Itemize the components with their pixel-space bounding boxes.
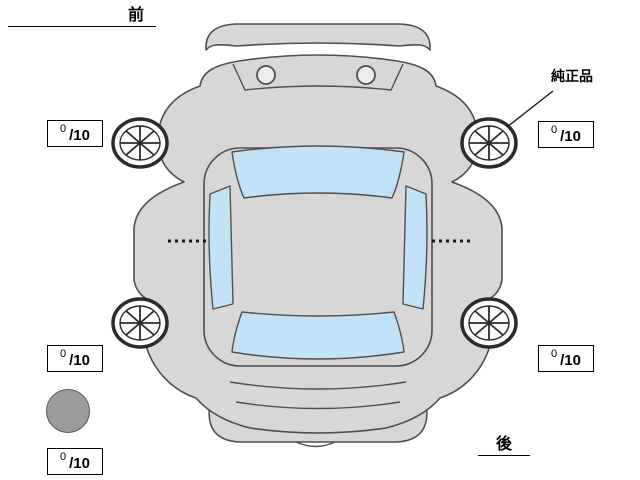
spare-tire-icon [46,389,90,433]
rear-label-text: 後 [495,436,512,453]
tire-score-value: 0 [551,124,558,136]
genuine-parts-leader-line [506,90,554,128]
front-label-text: 前 [127,7,144,24]
tire-score-box-front-left: 0 /10 [47,120,103,147]
trunk-line-upper [229,381,407,390]
tire-score-value: 0 [60,451,67,463]
hood-right-circle [356,65,376,85]
tire-score-max: /10 [69,455,90,472]
tire-score-max: /10 [69,352,90,369]
tire-score-box-spare: 0 /10 [47,448,103,475]
tire-score-box-front-right: 0 /10 [538,121,594,148]
hood-left-circle [256,65,276,85]
genuine-parts-label: 純正品 [551,66,593,86]
tire-score-value: 0 [60,348,67,360]
tire-score-max: /10 [69,127,90,144]
tire-score-value: 0 [60,123,67,135]
rear-label: 後 [478,433,530,456]
left-side-glass [208,185,234,310]
front-right-wheel-icon [460,117,518,169]
tire-score-max: /10 [560,352,581,369]
tire-score-value: 0 [551,348,558,360]
rear-left-wheel-icon [111,297,169,349]
tire-score-box-rear-left: 0 /10 [47,345,103,372]
hood-panel-line [232,63,404,91]
front-bumper [205,23,431,51]
trunk-line-lower [235,401,401,410]
front-label: 前 [8,4,156,27]
rear-window-glass [231,311,405,360]
tire-score-max: /10 [560,128,581,145]
windshield-glass [231,145,405,199]
right-side-glass [402,185,428,310]
genuine-parts-label-text: 純正品 [551,68,593,84]
front-left-wheel-icon [111,117,169,169]
exhaust-notch [295,441,336,448]
rear-right-wheel-icon [460,297,518,349]
tire-score-box-rear-right: 0 /10 [538,345,594,372]
